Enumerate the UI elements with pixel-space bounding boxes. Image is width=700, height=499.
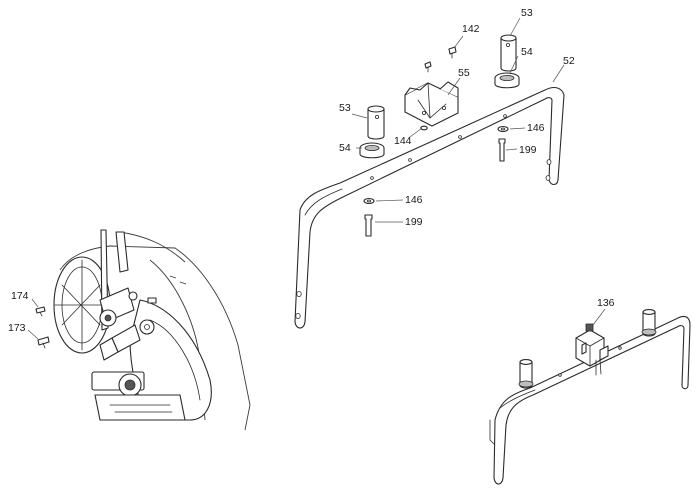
callout-53-left: 53	[339, 102, 351, 114]
screw-173	[37, 336, 50, 349]
bracket-55	[404, 81, 459, 127]
callout-199-lower: 199	[405, 216, 423, 228]
screw-142	[448, 46, 457, 59]
washer-146-right	[497, 126, 509, 132]
callout-54-left: 54	[339, 142, 351, 154]
callout-labels: 142 53 54 55 52 53 144 146 54 199 146 19…	[8, 7, 615, 334]
bolt-199-right	[498, 138, 506, 162]
washer-144	[420, 125, 428, 131]
screw-small	[424, 61, 432, 73]
washer-146-lower	[363, 198, 375, 204]
handle-bar-52	[294, 86, 565, 329]
callout-53-top: 53	[521, 7, 533, 19]
post-53-top	[500, 34, 517, 72]
callout-173: 173	[8, 322, 26, 334]
bolt-199-lower	[364, 214, 373, 237]
post-53-left	[367, 105, 385, 140]
collar-54-left	[359, 142, 385, 159]
callout-174: 174	[11, 290, 29, 302]
screw-174	[35, 306, 46, 317]
callout-136: 136	[597, 297, 615, 309]
callout-142: 142	[462, 23, 480, 35]
machine-body	[53, 229, 251, 431]
callout-146-lower: 146	[405, 194, 423, 206]
leader-lines	[27, 17, 606, 340]
callout-54-top: 54	[521, 46, 533, 58]
callout-199-right: 199	[519, 144, 537, 156]
callout-146-right: 146	[527, 122, 545, 134]
handle-assembly-lower	[489, 309, 691, 485]
callout-52: 52	[563, 55, 575, 67]
callout-144: 144	[394, 135, 412, 147]
callout-55: 55	[458, 67, 470, 79]
collar-54-top	[494, 72, 520, 89]
